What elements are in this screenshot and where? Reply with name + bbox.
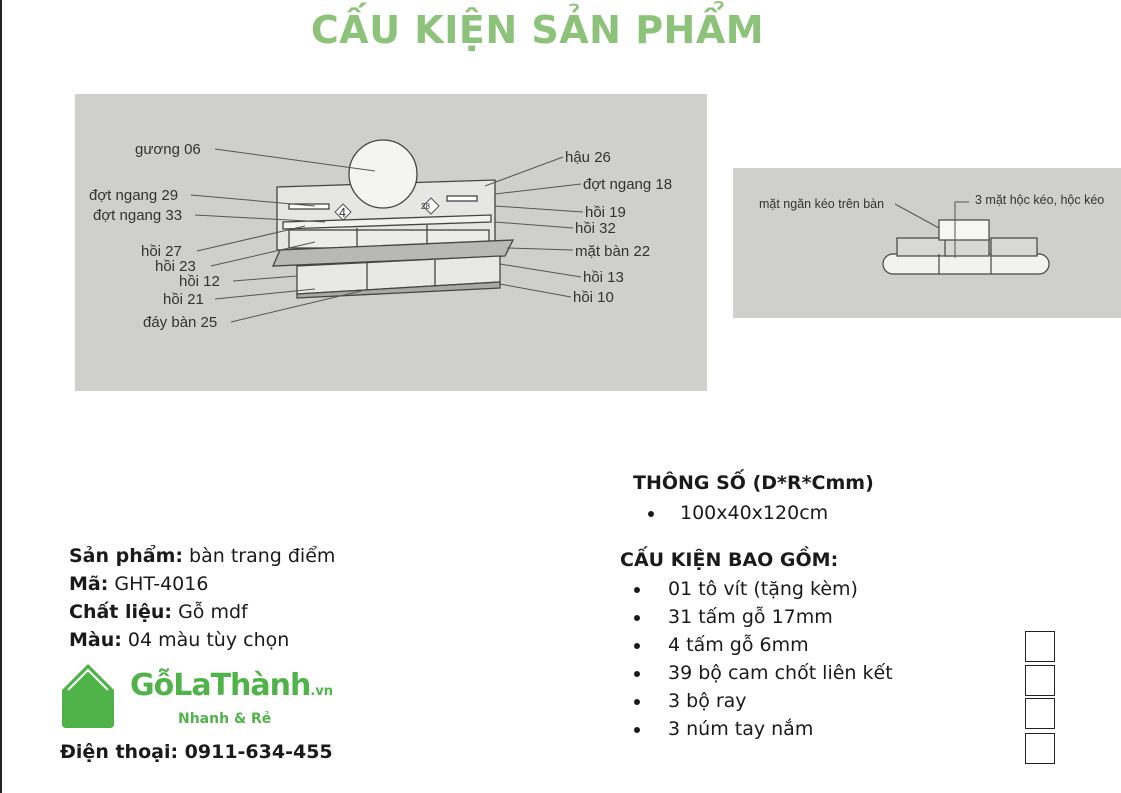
- parts-list: 01 tô vít (tặng kèm) 31 tấm gỗ 17mm 4 tấ…: [634, 575, 893, 743]
- label-dot-ngang-33: đợt ngang 33: [93, 207, 182, 224]
- list-item: 01 tô vít (tặng kèm): [634, 575, 893, 603]
- list-item: 31 tấm gỗ 17mm: [634, 603, 893, 631]
- specs-heading: THÔNG SỐ (D*R*Cmm): [633, 472, 874, 494]
- label-hoi-10: hồi 10: [573, 289, 614, 306]
- label-hoi-23: hồi 23: [155, 258, 196, 275]
- bullet-icon: [634, 671, 640, 677]
- brand-tagline: Nhanh & Rẻ: [178, 711, 272, 727]
- label-mat-hoc-keo: 3 mặt hộc kéo, hộc kéo: [975, 193, 1104, 207]
- house-logo-icon: [62, 664, 114, 728]
- checkbox-1[interactable]: [1025, 631, 1055, 662]
- bullet-icon: [634, 727, 640, 733]
- page-left-border: [0, 0, 2, 793]
- list-item: 3 bộ ray: [634, 687, 893, 715]
- brand-name: GỗLaThành.vn: [130, 668, 334, 703]
- bullet-icon: [634, 643, 640, 649]
- list-item: 100x40x120cm: [648, 499, 828, 527]
- label-hau-26: hậu 26: [565, 149, 611, 166]
- label-mat-ban-22: mặt bàn 22: [575, 243, 650, 260]
- tag-4: 4: [339, 206, 346, 220]
- label-dot-ngang-18: đợt ngang 18: [583, 176, 672, 193]
- list-item: 4 tấm gỗ 6mm: [634, 631, 893, 659]
- assembly-diagram: 4 28 gương 06 đợt ngang 29 đợt ngang 33 …: [75, 94, 707, 391]
- product-info: Sản phẩm: bàn trang điểm Mã: GHT-4016 Ch…: [69, 542, 335, 654]
- parts-heading: CẤU KIỆN BAO GỒM:: [620, 549, 839, 571]
- checkbox-4[interactable]: [1025, 733, 1055, 764]
- label-hoi-19: hồi 19: [585, 204, 626, 221]
- product-row: Sản phẩm: bàn trang điểm: [69, 545, 336, 567]
- bullet-icon: [648, 511, 654, 517]
- code-row: Mã: GHT-4016: [69, 573, 209, 595]
- page-title: CẤU KIỆN SẢN PHẨM: [310, 8, 765, 52]
- label-guong: gương 06: [135, 141, 201, 158]
- color-row: Màu: 04 màu tùy chọn: [69, 629, 290, 651]
- phone-number: Điện thoại: 0911-634-455: [60, 741, 333, 763]
- label-hoi-13: hồi 13: [583, 269, 624, 286]
- bullet-icon: [634, 587, 640, 593]
- label-dot-ngang-29: đợt ngang 29: [89, 187, 178, 204]
- material-row: Chất liệu: Gỗ mdf: [69, 601, 248, 623]
- label-mat-ngan-keo: mặt ngăn kéo trên bàn: [759, 197, 884, 211]
- list-item: 3 núm tay nắm: [634, 715, 893, 743]
- tag-28: 28: [421, 202, 430, 211]
- label-day-ban-25: đáy bàn 25: [143, 314, 217, 331]
- drawer-diagram: mặt ngăn kéo trên bàn 3 mặt hộc kéo, hộc…: [733, 168, 1121, 318]
- checkbox-2[interactable]: [1025, 665, 1055, 696]
- bullet-icon: [634, 699, 640, 705]
- label-hoi-21: hồi 21: [163, 291, 204, 308]
- label-hoi-12: hồi 12: [179, 273, 220, 290]
- label-hoi-32: hồi 32: [575, 220, 616, 237]
- specs-list: 100x40x120cm: [648, 499, 828, 527]
- label-hoi-27: hồi 27: [141, 243, 182, 260]
- bullet-icon: [634, 615, 640, 621]
- list-item: 39 bộ cam chốt liên kết: [634, 659, 893, 687]
- checkbox-3[interactable]: [1025, 698, 1055, 729]
